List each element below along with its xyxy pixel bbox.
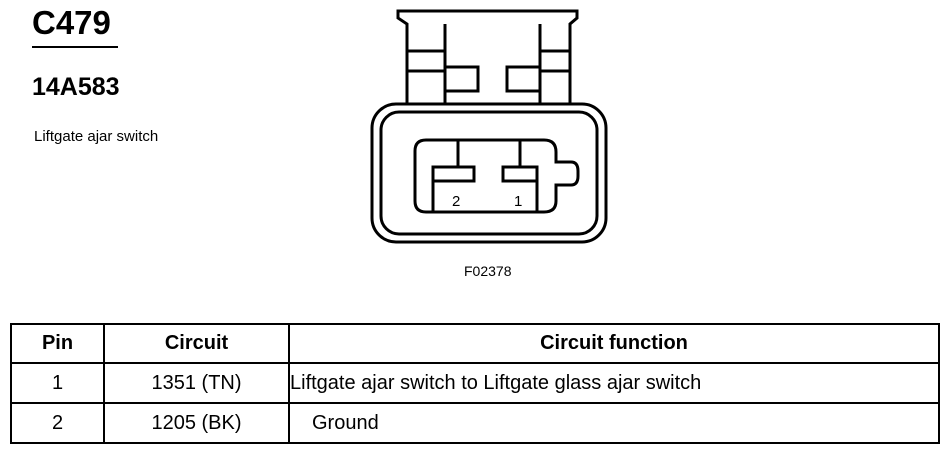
pin-1-label: 1 — [514, 193, 522, 210]
connector-id: C479 — [32, 4, 111, 41]
figure-code: F02378 — [464, 263, 512, 279]
pin-1-terminal — [501, 140, 539, 212]
connector-body-outer — [370, 102, 608, 244]
connector-latch — [396, 9, 579, 104]
part-number: 14A583 — [32, 73, 120, 101]
connector-body-inner — [379, 110, 599, 236]
pin-cell: 1 — [10, 362, 105, 404]
pinout-table: Pin Circuit Circuit function 1 1351 (TN)… — [10, 323, 940, 444]
table-row: 1 1351 (TN) Liftgate ajar switch to Lift… — [10, 362, 940, 404]
table-row: 2 1205 (BK) Ground — [10, 402, 940, 444]
pin-2-label: 2 — [452, 193, 460, 210]
latch-notch-right — [505, 65, 540, 93]
circuit-function-cell: Ground — [288, 402, 940, 444]
pin-cell: 2 — [10, 402, 105, 444]
pin-2-terminal — [431, 140, 476, 212]
circuit-cell: 1205 (BK) — [103, 402, 290, 444]
connector-face-diagram: 2 1 — [370, 9, 608, 244]
header-circuit-function: Circuit function — [288, 323, 940, 364]
circuit-cell: 1351 (TN) — [103, 362, 290, 404]
circuit-function-cell: Liftgate ajar switch to Liftgate glass a… — [288, 362, 940, 404]
table-header-row: Pin Circuit Circuit function — [10, 323, 940, 364]
latch-notch-left — [445, 65, 480, 93]
header-pin: Pin — [10, 323, 105, 364]
terminal-cavity — [413, 138, 580, 214]
connector-id-underline — [32, 46, 118, 48]
header-circuit: Circuit — [103, 323, 290, 364]
connector-description: Liftgate ajar switch — [34, 128, 159, 145]
